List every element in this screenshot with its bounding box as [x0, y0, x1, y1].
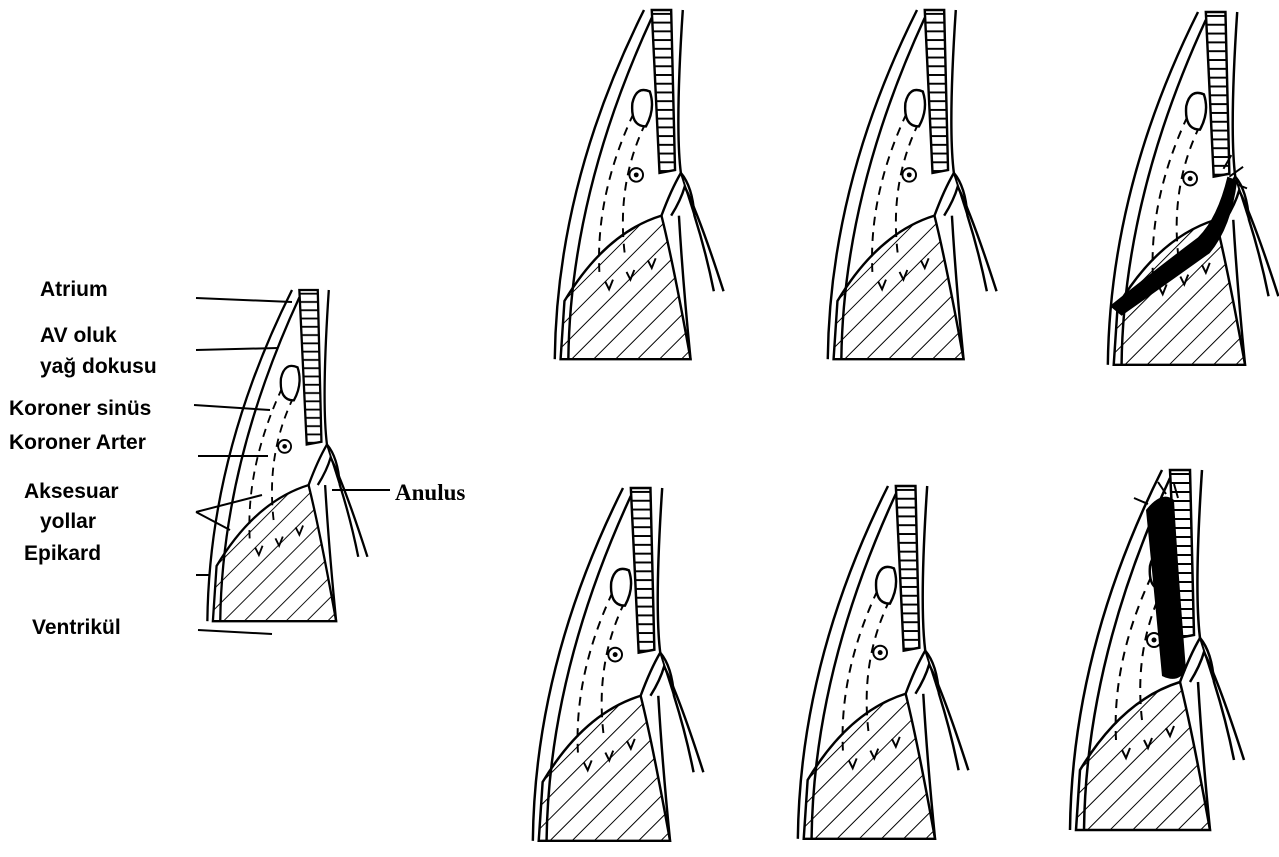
section-bottom-2 — [798, 486, 969, 839]
section-top-3 — [1108, 12, 1279, 365]
section-bottom-1 — [533, 488, 704, 841]
section-bottom-3 — [1070, 470, 1244, 830]
section-top-1 — [555, 10, 724, 359]
section-top-2 — [828, 10, 997, 359]
